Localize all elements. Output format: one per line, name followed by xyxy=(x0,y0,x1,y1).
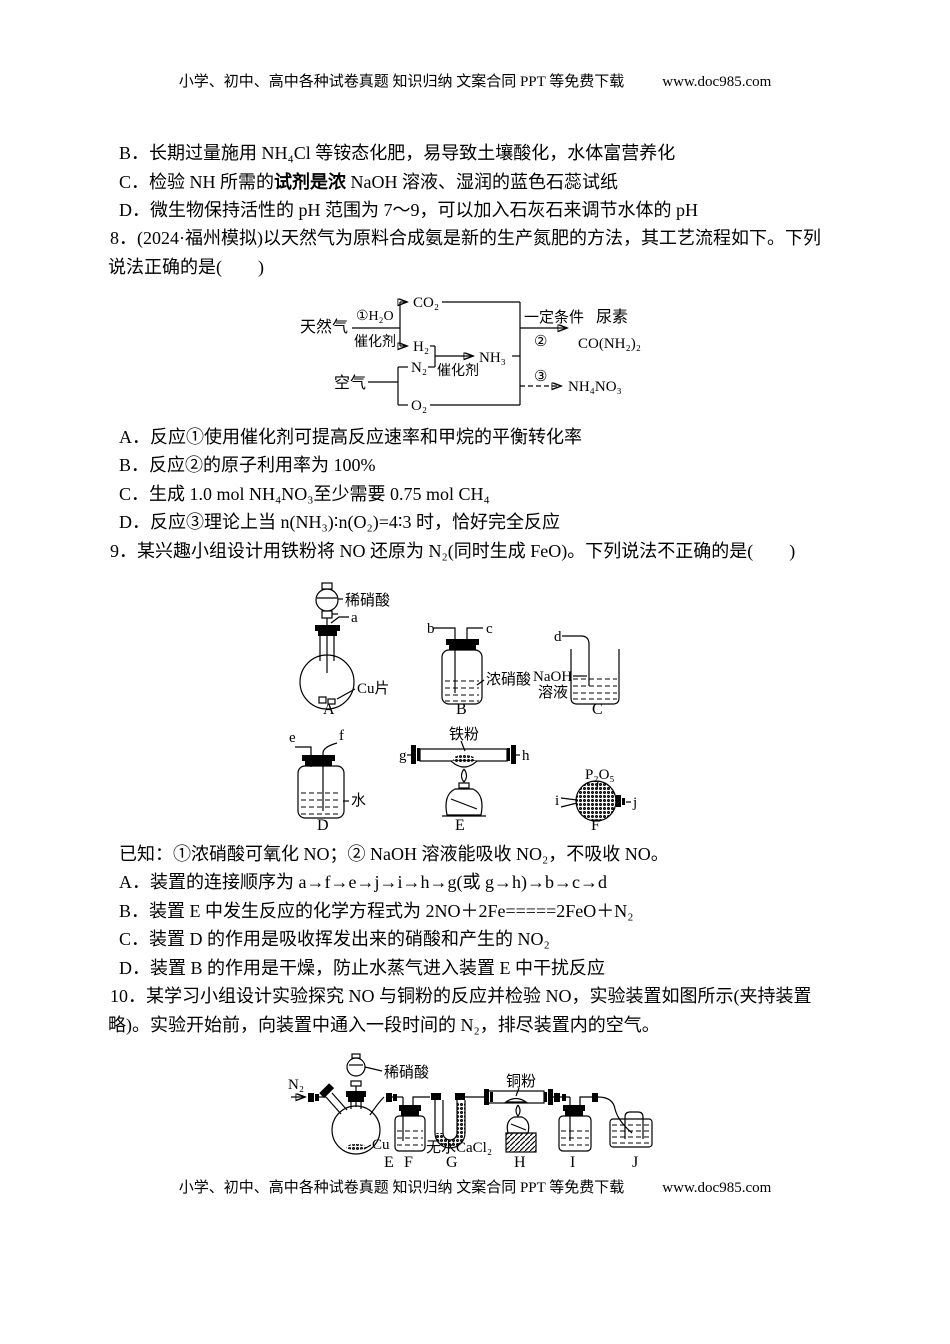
flow-urea-formula: CO(NH₂)₂ xyxy=(578,336,641,352)
device-i-bottle: I xyxy=(553,1093,592,1171)
flow-h2-label: H₂ xyxy=(413,339,429,355)
q7-option-d: D．微生物保持活性的 pH 范围为 7～9，可以加入石灰石来调节水体的 pH xyxy=(119,200,698,220)
q9-known: 已知：①浓硝酸可氧化 NO；② NaOH 溶液能吸收 NO₂，不吸收 NO。 xyxy=(119,844,669,864)
device-c-letter: C xyxy=(592,701,603,718)
device-g-utube: 无水CaCl₂ G xyxy=(426,1093,492,1171)
device-b-letter: B xyxy=(456,701,467,718)
footer-text: 小学、初中、高中各种试卷真题 知识归纳 文案合同 PPT 等免费下载 xyxy=(178,1180,625,1196)
port-g-label: g xyxy=(399,748,407,764)
device-i-letter: I xyxy=(570,1154,575,1171)
flow-urea-label: 尿素 xyxy=(596,308,628,326)
copper-powder-label: 铜粉 xyxy=(506,1073,536,1090)
port-c-label: c xyxy=(486,621,493,637)
q8-option-c: C．生成 1.0 mol NH₄NO₃至少需要 0.75 mol CH₄ xyxy=(119,484,490,504)
q9-apparatus-diagram: a 稀硝酸 Cu片 A b c xyxy=(289,582,637,834)
device-j-trough: J xyxy=(592,1093,653,1171)
flow-step2-label: ② xyxy=(534,334,547,350)
device-e-tube: g 铁粉 h E xyxy=(399,726,530,834)
device-f2-letter: F xyxy=(404,1154,413,1171)
device-e-letter: E xyxy=(455,817,465,834)
port-f-label: f xyxy=(339,728,344,744)
p2o5-label: P₂O₅ xyxy=(585,767,615,783)
n2-inlet: N₂ xyxy=(288,1077,326,1102)
port-i-label: i xyxy=(555,793,559,809)
n2-label: N₂ xyxy=(288,1077,304,1093)
footer-url: www.doc985.com xyxy=(662,1180,772,1196)
dilute-acid-label: 稀硝酸 xyxy=(345,592,390,609)
naoh-label-line1: NaOH xyxy=(533,669,572,685)
q10-stem-line1: 10．某学习小组设计实验探究 NO 与铜粉的反应并检验 NO，实验装置如图所示(… xyxy=(110,986,812,1006)
device-a-letter: A xyxy=(323,701,335,718)
naoh-label-line2: 溶液 xyxy=(538,684,568,701)
q9-option-a: A．装置的连接顺序为 a→f→e→j→i→h→g(或 g→h)→b→c→d xyxy=(119,872,607,892)
flow-nh4no3-label: NH₄NO₃ xyxy=(568,379,622,395)
flow-step3-label: ③ xyxy=(534,369,547,385)
flow-co2-label: CO₂ xyxy=(413,295,439,311)
q8-option-a: A．反应①使用催化剂可提高反应速率和甲烷的平衡转化率 xyxy=(119,427,582,447)
q8-option-d: D．反应③理论上当 n(NH₃)∶n(O₂)=4∶3 时，恰好完全反应 xyxy=(119,512,561,532)
port-b-label: b xyxy=(427,621,435,637)
q9-option-d: D．装置 B 的作用是干燥，防止水蒸气进入装置 E 中干扰反应 xyxy=(119,958,605,978)
flow-step1-label: ①H₂O xyxy=(356,309,394,324)
device-e2-flask: 稀硝酸 Cu E xyxy=(319,1053,429,1171)
flow-n2-label: N₂ xyxy=(411,360,427,376)
device-f2-bottle: F xyxy=(392,1096,430,1171)
cacl2-label: 无水CaCl₂ xyxy=(426,1139,492,1156)
q9-stem: 9．某兴趣小组设计用铁粉将 NO 还原为 N₂(同时生成 FeO)。下列说法不正… xyxy=(110,541,796,561)
device-f-ball: P₂O₅ i j F xyxy=(555,767,637,834)
header-url: www.doc985.com xyxy=(662,74,772,90)
port-h-label: h xyxy=(522,748,530,764)
device-h-tube: 铜粉 H xyxy=(484,1073,553,1171)
q7-option-c-prefix: C．检验 NH 所需的 xyxy=(119,172,275,192)
q8-flow-diagram: 天然气 ①H₂O 催化剂 CO₂ H₂ 空气 N₂ O₂ 催化剂 NH₃ 一定条… xyxy=(300,295,641,414)
q7-option-c-bold: 试剂是浓 xyxy=(274,172,347,192)
port-d-label: d xyxy=(554,629,562,645)
page-footer: 小学、初中、高中各种试卷真题 知识归纳 文案合同 PPT 等免费下载 www.do… xyxy=(0,1176,950,1197)
q9-option-b: B．装置 E 中发生反应的化学方程式为 2NO＋2Fe=====2FeO＋N₂ xyxy=(119,901,634,921)
q10-apparatus-diagram: N₂ 稀硝酸 Cu xyxy=(288,1053,653,1171)
q8-option-b: B．反应②的原子利用率为 100% xyxy=(119,455,376,475)
conc-acid-label: 浓硝酸 xyxy=(486,671,531,688)
water-label: 水 xyxy=(351,792,366,809)
flow-natural-gas-label: 天然气 xyxy=(300,318,348,336)
q7-option-c: C．检验 NH 所需的试剂是浓 NaOH 溶液、湿润的蓝色石蕊试纸 xyxy=(119,170,618,194)
device-a-flask: a 稀硝酸 Cu片 A xyxy=(299,582,390,718)
q7-option-b: B．长期过量施用 NH₄Cl 等铵态化肥，易导致土壤酸化，水体富营养化 xyxy=(119,143,676,163)
device-d-bottle: e f 水 D xyxy=(289,728,366,834)
flow-air-label: 空气 xyxy=(334,374,366,392)
dilute-acid-label-2: 稀硝酸 xyxy=(384,1064,429,1081)
flow-nh3-label: NH₃ xyxy=(479,350,506,366)
device-c-beaker: d NaOH 溶液 C xyxy=(533,629,620,718)
q8-stem-line2: 说法正确的是( ) xyxy=(108,257,264,277)
device-h-letter: H xyxy=(514,1154,526,1171)
device-b-bottle: b c 浓硝酸 B xyxy=(427,621,531,718)
q7-option-c-suffix: NaOH 溶液、湿润的蓝色石蕊试纸 xyxy=(346,172,619,192)
device-e2-letter: E xyxy=(384,1154,394,1171)
flow-catalyst1-label: 催化剂 xyxy=(354,334,396,350)
cu-label: Cu xyxy=(372,1137,390,1153)
flow-o2-label: O₂ xyxy=(411,398,427,414)
header-text: 小学、初中、高中各种试卷真题 知识归纳 文案合同 PPT 等免费下载 xyxy=(178,74,625,90)
q10-stem-line2: 略)。实验开始前，向装置中通入一段时间的 N₂，排尽装置内的空气。 xyxy=(108,1015,660,1035)
device-d-letter: D xyxy=(317,817,329,834)
flow-condition-label: 一定条件 xyxy=(524,309,584,326)
iron-powder-label: 铁粉 xyxy=(449,726,479,743)
q8-stem-line1: 8．(2024·福州模拟)以天然气为原料合成氨是新的生产氮肥的方法，其工艺流程如… xyxy=(110,228,821,248)
port-a-label: a xyxy=(351,610,358,626)
device-j-letter: J xyxy=(632,1154,638,1171)
q9-option-c: C．装置 D 的作用是吸收挥发出来的硝酸和产生的 NO₂ xyxy=(119,929,550,949)
port-e-label: e xyxy=(289,730,296,746)
flow-catalyst2-label: 催化剂 xyxy=(437,363,479,379)
device-g-letter: G xyxy=(446,1154,458,1171)
cu-piece-label: Cu片 xyxy=(357,680,390,697)
page-header: 小学、初中、高中各种试卷真题 知识归纳 文案合同 PPT 等免费下载 www.do… xyxy=(0,70,950,91)
device-f-letter: F xyxy=(591,817,600,834)
port-j-label: j xyxy=(632,795,637,811)
